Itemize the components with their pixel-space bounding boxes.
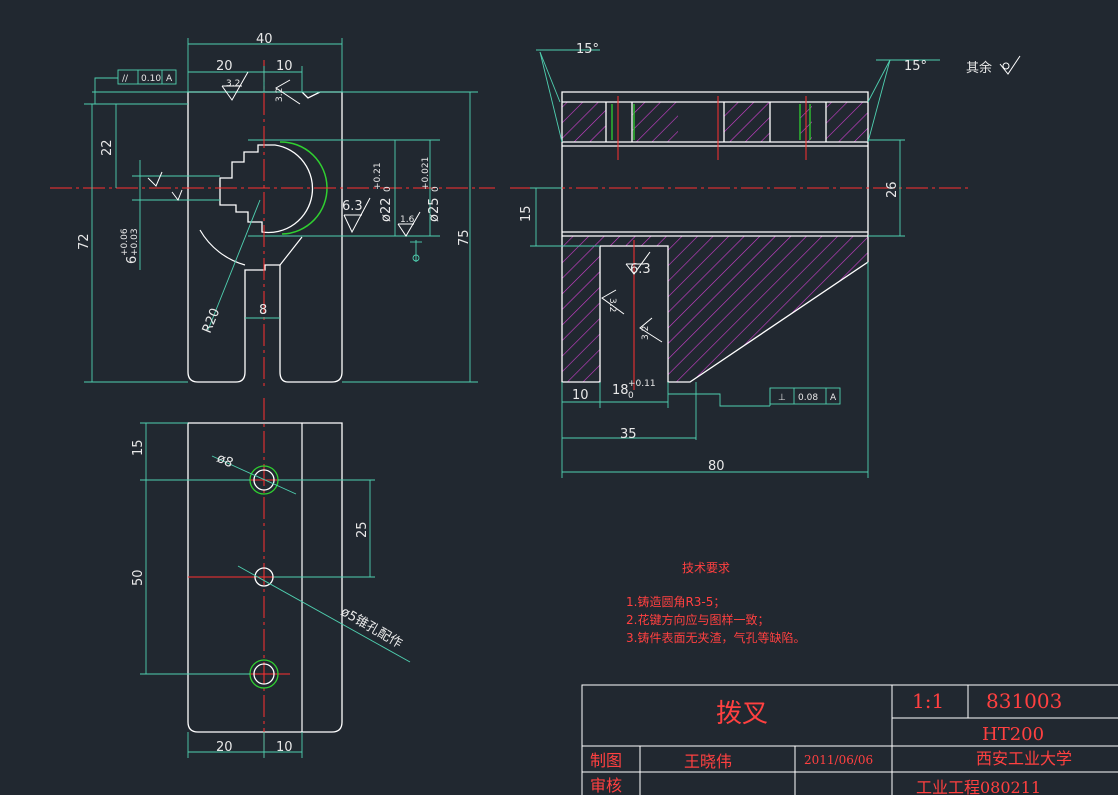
angle-right: 15° [904, 59, 927, 74]
rough-16: 1.6 [400, 215, 415, 225]
dim-phi25-tol-u: +0.021 [421, 157, 431, 190]
parallel-symbol: // [122, 74, 129, 84]
notes-title: 技术要求 [682, 561, 730, 575]
fit-arc [279, 141, 328, 235]
class-name: 工业工程080211 [916, 778, 1041, 795]
front-view: 40 20 10 3.2 3.2 // 0.10 A 22 72 75 6 +0… [50, 32, 495, 390]
perp-tol: 0.08 [798, 393, 818, 403]
dim-6-tol-u: +0.06 [120, 228, 130, 256]
pin-hole-top [253, 469, 275, 491]
drawer-name: 王晓伟 [684, 752, 732, 771]
dim-bot-10: 10 [276, 740, 293, 755]
dim-top-10: 10 [276, 59, 293, 74]
dim-phi22-tol-l: 0 [383, 186, 393, 192]
dim-26: 26 [885, 181, 900, 198]
rough-section-63: 6.3 [630, 262, 651, 277]
dim-bot-20: 20 [216, 740, 233, 755]
rest-surface-note: 其余 [966, 60, 992, 76]
rough-32b: 3.2 [275, 88, 285, 102]
parallel-datum: A [166, 74, 173, 84]
part-name: 拨叉 [716, 699, 768, 729]
dim-phi22-tol-u: +0.21 [373, 162, 383, 190]
rough-section-32b: 3.2 [641, 326, 651, 340]
rough-63: 6.3 [342, 199, 363, 214]
dim-slot-8: 8 [259, 303, 267, 318]
perp-symbol: ⊥ [778, 393, 786, 403]
taper-pin-note: ø5锥孔配作 [338, 604, 405, 651]
check-label: 审核 [590, 776, 622, 795]
dim-bot-25: 25 [355, 521, 370, 538]
note-item-2: 2.花键方向应与图样一致； [626, 612, 769, 627]
spline-hole [219, 144, 314, 234]
dim-phi22: ø22 [379, 198, 394, 223]
dim-72: 72 [77, 233, 92, 250]
section-view: 15° 15° 其余 26 15 6.3 3.2 3.2 10 18 +0.11… [510, 42, 1021, 478]
dim-6: 6 [125, 256, 140, 264]
rough-32a: 3.2 [226, 79, 240, 89]
dim-22: 22 [100, 139, 115, 156]
pin-hole-bottom [253, 663, 275, 685]
dim-phi25: ø25 [427, 198, 442, 223]
dim-bot-50: 50 [131, 569, 146, 586]
drawing-date: 2011/06/06 [804, 753, 873, 767]
dim-18-tol-l: 0 [628, 391, 634, 401]
dim-phi25-tol-l: 0 [431, 186, 441, 192]
parallel-tol: 0.10 [141, 74, 161, 84]
note-item-3: 3.铸件表面无夹渣，气孔等缺陷。 [626, 630, 805, 645]
dim-6-tol-l: +0.03 [130, 228, 140, 256]
dim-r20: R20 [200, 306, 223, 335]
dim-10: 10 [572, 388, 589, 403]
material: HT200 [982, 724, 1044, 745]
title-block: 拨叉 1:1 831003 HT200 制图 王晓伟 2011/06/06 西安… [581, 684, 1118, 795]
dim-top-20: 20 [216, 59, 233, 74]
drawn-label: 制图 [590, 751, 622, 770]
note-item-1: 1.铸造圆角R3-5； [626, 594, 725, 609]
section-outline [561, 91, 869, 383]
drawing-number: 831003 [986, 689, 1062, 713]
dim-15: 15 [519, 205, 534, 222]
technical-requirements: 技术要求 1.铸造圆角R3-5； 2.花键方向应与图样一致； 3.铸件表面无夹渣… [626, 561, 805, 645]
dim-18: 18 [612, 383, 629, 398]
dim-18-tol-u: +0.11 [628, 379, 656, 389]
scale: 1:1 [912, 689, 944, 713]
pin-hole-mid [254, 567, 274, 587]
dim-bot-phi8: ø8 [214, 451, 235, 471]
dim-bot-15: 15 [131, 439, 146, 456]
rough-section-32a: 3.2 [607, 298, 617, 312]
dim-80: 80 [708, 459, 725, 474]
front-view-outline [187, 91, 343, 383]
plan-view-outline [187, 422, 343, 733]
dim-top-width: 40 [256, 32, 273, 47]
perp-datum: A [830, 393, 837, 403]
dim-35: 35 [620, 427, 637, 442]
school-name: 西安工业大学 [976, 749, 1072, 768]
plan-view: 15 ø8 25 50 20 10 ø5锥孔配作 [131, 398, 411, 760]
dim-75: 75 [457, 229, 472, 246]
angle-left: 15° [576, 42, 599, 57]
